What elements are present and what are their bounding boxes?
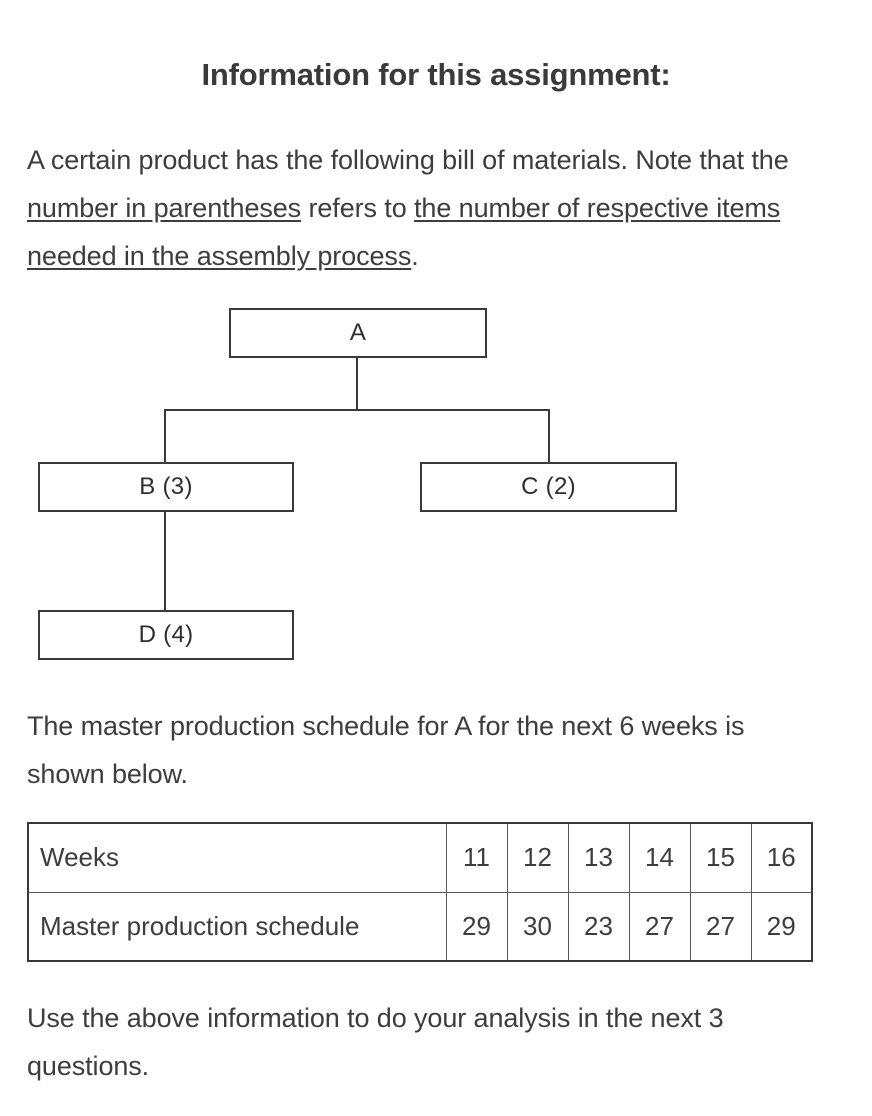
bom-node-c: C (2) <box>420 462 677 512</box>
mps-cell-2: 30 <box>506 891 569 962</box>
week-cell-3: 13 <box>567 822 630 893</box>
week-cell-5: 15 <box>689 822 752 893</box>
mps-cell-3: 23 <box>567 891 630 962</box>
intro-text-part3: . <box>411 241 419 271</box>
mps-intro-paragraph: The master production schedule for A for… <box>27 711 745 789</box>
bom-node-d: D (4) <box>38 610 294 660</box>
intro-paragraph: A certain product has the following bill… <box>27 136 832 280</box>
week-cell-4: 14 <box>628 822 691 893</box>
week-cell-2: 12 <box>506 822 569 893</box>
mps-cell-1: 29 <box>445 891 508 962</box>
week-cell-1: 11 <box>445 822 508 893</box>
bill-of-materials-diagram: A B (3) C (2) D (4) <box>0 295 872 675</box>
intro-text-part2: refers to <box>301 193 415 223</box>
footer-instruction: Use the above information to do your ana… <box>27 1003 724 1081</box>
mps-cell-5: 27 <box>689 891 752 962</box>
page-title: Information for this assignment: <box>201 57 671 92</box>
table-row-mps: Master production schedule 29 30 23 27 2… <box>27 891 813 962</box>
intro-underline-respective-items: the number of respective items needed in… <box>27 193 781 271</box>
connector-to-c <box>548 409 550 462</box>
bom-node-b: B (3) <box>38 462 294 512</box>
week-cell-6: 16 <box>750 822 813 893</box>
mps-cell-6: 29 <box>750 891 813 962</box>
intro-text-part1: A certain product has the following bill… <box>27 145 789 175</box>
connector-b-to-d <box>164 512 166 610</box>
table-row-weeks: Weeks 11 12 13 14 15 16 <box>27 822 813 893</box>
connector-to-b <box>164 409 166 462</box>
connector-split-bar <box>164 409 550 411</box>
row-label-mps: Master production schedule <box>27 891 447 962</box>
intro-underline-parentheses: number in parentheses <box>27 193 302 223</box>
master-production-schedule-table: Weeks 11 12 13 14 15 16 Master productio… <box>27 822 813 962</box>
connector-a-stem <box>356 358 358 411</box>
bom-node-a: A <box>229 308 487 358</box>
mps-cell-4: 27 <box>628 891 691 962</box>
row-label-weeks: Weeks <box>27 822 447 893</box>
